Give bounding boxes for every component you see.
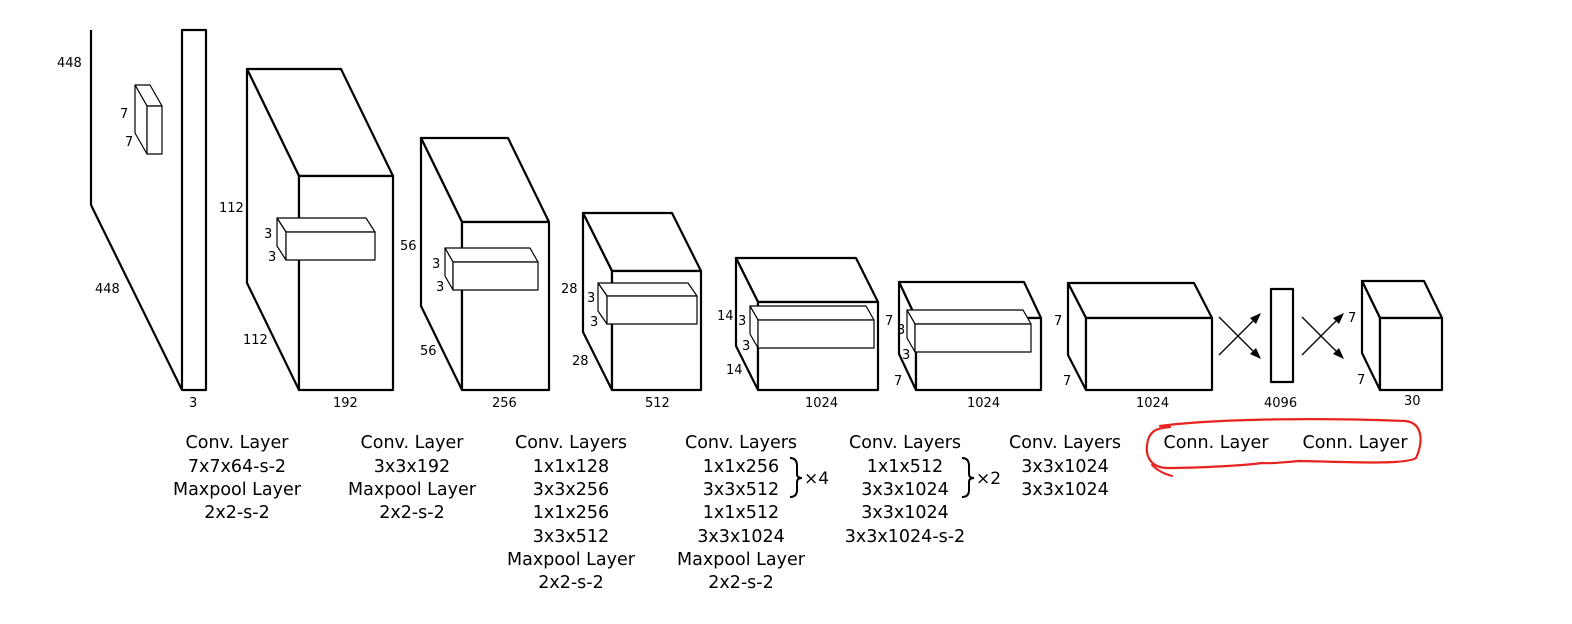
caption-5: Conv. Layers 1x1x512 3x3x1024 3x3x1024 3… — [845, 433, 965, 547]
block-4: 14 14 1024 3 3 — [717, 256, 880, 411]
block-4-depth-label: 1024 — [805, 396, 838, 411]
caption-4-line-1: Conv. Layers — [685, 433, 797, 453]
caption-5-line-3: 3x3x1024 — [861, 480, 949, 500]
repeat-label-x4: ×4 — [804, 469, 829, 489]
block-2-kernel-h-label: 3 — [432, 257, 440, 272]
block-3: 28 28 512 3 3 — [561, 211, 703, 411]
caption-8-line-1: Conn. Layer — [1302, 433, 1408, 453]
block-4-kernel-h-label: 3 — [738, 314, 746, 329]
caption-2-line-4: 2x2-s-2 — [379, 503, 445, 523]
output-width-label: 7 — [1357, 373, 1365, 388]
caption-3: Conv. Layers 1x1x128 3x3x256 1x1x256 3x3… — [507, 433, 636, 593]
block-4-kernel-box — [749, 305, 875, 349]
caption-1: Conv. Layer 7x7x64-s-2 Maxpool Layer 2x2… — [173, 433, 302, 523]
caption-1-line-2: 7x7x64-s-2 — [188, 457, 286, 477]
block-4-width-label: 14 — [726, 363, 743, 378]
block-4-kernel-w-label: 3 — [742, 339, 750, 354]
repeat-label-x2: ×2 — [976, 469, 1001, 489]
block-3-kernel-box — [597, 282, 698, 325]
fc-vector — [1269, 287, 1295, 384]
block-2-kernel-w-label: 3 — [436, 280, 444, 295]
input-kernel-box — [134, 84, 163, 155]
block-6-width-label: 7 — [1063, 374, 1071, 389]
caption-4: Conv. Layers 1x1x256 3x3x512 1x1x512 3x3… — [677, 433, 806, 593]
block-5-kernel-h-label: 3 — [897, 323, 905, 338]
caption-5-line-5: 3x3x1024-s-2 — [845, 527, 965, 547]
caption-6-line-2: 3x3x1024 — [1021, 457, 1109, 477]
caption-4-line-3: 3x3x512 — [703, 480, 779, 500]
block-3-depth-label: 512 — [645, 396, 670, 411]
caption-6-line-3: 3x3x1024 — [1021, 480, 1109, 500]
block-4-height-label: 14 — [717, 309, 734, 324]
repeat-brace-5: ×2 — [961, 457, 1001, 498]
caption-5-line-4: 3x3x1024 — [861, 503, 949, 523]
block-5: 7 7 1024 3 3 — [885, 280, 1043, 411]
block-2-height-label: 56 — [400, 239, 417, 254]
caption-3-line-5: 3x3x512 — [533, 527, 609, 547]
caption-4-line-2: 1x1x256 — [703, 457, 779, 477]
caption-1-line-4: 2x2-s-2 — [204, 503, 270, 523]
input-kernel-h-label: 7 — [120, 107, 128, 122]
highlight-annotation — [1145, 418, 1422, 470]
block-2: 56 56 256 3 3 — [400, 136, 551, 411]
input-block: 448 448 3 7 7 — [57, 28, 208, 411]
caption-2-line-2: 3x3x192 — [374, 457, 450, 477]
caption-3-line-3: 3x3x256 — [533, 480, 609, 500]
input-kernel-w-label: 7 — [125, 135, 133, 150]
block-5-kernel-box — [906, 309, 1032, 353]
block-5-height-label: 7 — [885, 314, 893, 329]
block-1-kernel-h-label: 3 — [264, 227, 272, 242]
output-height-label: 7 — [1348, 311, 1356, 326]
input-height-label: 448 — [57, 56, 82, 71]
caption-4-line-6: Maxpool Layer — [677, 550, 806, 570]
block-3-kernel-h-label: 3 — [587, 291, 595, 306]
fc-arrows-1 — [1218, 313, 1261, 359]
caption-4-line-4: 1x1x512 — [703, 503, 779, 523]
caption-3-line-4: 1x1x256 — [533, 503, 609, 523]
block-2-width-label: 56 — [420, 344, 437, 359]
caption-7-line-1: Conn. Layer — [1163, 433, 1269, 453]
caption-4-line-5: 3x3x1024 — [697, 527, 785, 547]
highlight-tail — [1151, 464, 1173, 477]
block-2-kernel-box — [444, 247, 539, 291]
caption-3-line-1: Conv. Layers — [515, 433, 627, 453]
block-6-depth-label: 1024 — [1136, 396, 1169, 411]
caption-5-line-1: Conv. Layers — [849, 433, 961, 453]
block-1: 112 112 192 3 3 — [219, 67, 395, 411]
block-6: 7 7 1024 — [1054, 281, 1214, 411]
caption-5-line-2: 1x1x512 — [867, 457, 943, 477]
caption-2: Conv. Layer 3x3x192 Maxpool Layer 2x2-s-… — [348, 433, 477, 523]
output-block: 7 7 30 — [1348, 279, 1444, 409]
input-depth-label: 3 — [189, 396, 197, 411]
repeat-brace-4: ×4 — [789, 457, 829, 498]
caption-1-line-3: Maxpool Layer — [173, 480, 302, 500]
block-3-kernel-w-label: 3 — [590, 315, 598, 330]
input-width-label: 448 — [95, 282, 120, 297]
block-5-depth-label: 1024 — [967, 396, 1000, 411]
fc-vector-size-label: 4096 — [1264, 396, 1297, 411]
caption-2-line-1: Conv. Layer — [361, 433, 465, 453]
block-5-width-label: 7 — [894, 374, 902, 389]
caption-1-line-1: Conv. Layer — [186, 433, 290, 453]
block-3-height-label: 28 — [561, 282, 578, 297]
caption-6: Conv. Layers 3x3x1024 3x3x1024 — [1009, 433, 1121, 500]
block-6-height-label: 7 — [1054, 314, 1062, 329]
block-5-kernel-w-label: 3 — [902, 348, 910, 363]
block-3-width-label: 28 — [572, 354, 589, 369]
block-1-kernel-box — [276, 217, 376, 261]
fc-arrows-2 — [1301, 313, 1344, 359]
block-1-kernel-w-label: 3 — [268, 250, 276, 265]
block-1-height-label: 112 — [219, 201, 244, 216]
caption-6-line-1: Conv. Layers — [1009, 433, 1121, 453]
caption-2-line-3: Maxpool Layer — [348, 480, 477, 500]
block-1-width-label: 112 — [243, 333, 268, 348]
block-2-depth-label: 256 — [492, 396, 517, 411]
output-depth-label: 30 — [1404, 394, 1421, 409]
caption-3-line-7: 2x2-s-2 — [538, 573, 604, 593]
caption-3-line-2: 1x1x128 — [533, 457, 609, 477]
block-1-depth-label: 192 — [333, 396, 358, 411]
caption-4-line-7: 2x2-s-2 — [708, 573, 774, 593]
caption-3-line-6: Maxpool Layer — [507, 550, 636, 570]
